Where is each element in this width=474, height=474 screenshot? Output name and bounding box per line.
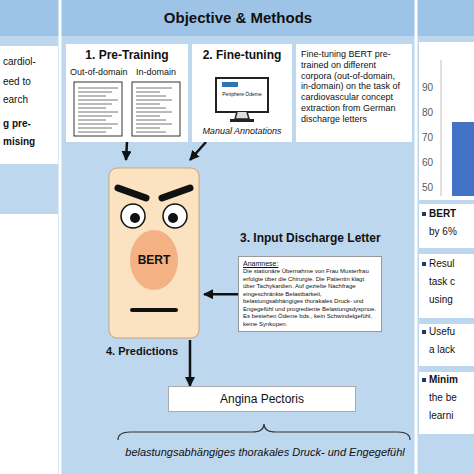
node-text: 1. Pre-Training (66, 48, 188, 62)
node-text: BERT (104, 253, 204, 267)
header-band (0, 0, 474, 36)
flow-arrow (190, 142, 206, 160)
chart-axis (441, 60, 442, 196)
left-panel-box (0, 214, 58, 474)
node-text: Periphere Ödeme (218, 91, 266, 97)
text-label: cardiol- (3, 56, 36, 68)
text-label: learni (429, 410, 453, 422)
node-text: 2. Fine-tuning (192, 48, 292, 62)
section-title: Objective & Methods (62, 9, 414, 27)
flow-arrow (204, 293, 238, 296)
text-label: 3. Input Discharge Letter (240, 231, 381, 245)
node-text: Out-of-domain (70, 67, 130, 78)
text-label: earch (3, 94, 28, 106)
finetuning-box: 2. Fine-tuningPeriphere ÖdemeManual Anno… (192, 44, 292, 142)
chart-area (419, 42, 474, 200)
node-text: In-domain (136, 67, 186, 78)
text-label: task c (429, 276, 455, 288)
panel-separator (59, 0, 62, 474)
description-box: Fine-tuning BERT pre-trained on differen… (296, 44, 412, 142)
panel-separator (415, 0, 418, 474)
axis-tick-label: 90 (422, 82, 433, 94)
axis-tick-label: 80 (422, 107, 433, 119)
curly-brace (118, 424, 410, 440)
bullet (422, 378, 426, 382)
bert-figure: BERT (104, 160, 204, 340)
axis-tick-label: 50 (422, 182, 433, 194)
text-label: using (429, 294, 453, 306)
discharge-letter-box: Anamnese:Die stationäre Übernahme von Fr… (238, 256, 382, 332)
chart-bar (452, 122, 474, 196)
result-box (419, 254, 474, 318)
bullet (422, 262, 426, 266)
node-text: Anamnese: (243, 260, 377, 268)
node-text: Angina Pectoris (169, 392, 355, 406)
bullet (422, 330, 426, 334)
text-label: BERT (429, 208, 456, 220)
flow-arrow (126, 142, 127, 160)
result-box (419, 204, 474, 248)
text-label: mising (3, 136, 35, 148)
left-panel-box (0, 46, 58, 164)
text-label: Resul (429, 258, 455, 270)
node-text: Fine-tuning BERT pre-trained on differen… (301, 49, 407, 125)
result-box (419, 324, 474, 366)
axis-tick-label: 60 (422, 157, 433, 169)
flow-arrow (189, 340, 192, 386)
node-text: Die stationäre Übernahme von Frau Muster… (243, 268, 377, 328)
result-box (419, 372, 474, 434)
axis-tick-label: 70 (422, 132, 433, 144)
text-label: Minim (429, 374, 458, 386)
node-text: Manual Annotations (192, 126, 292, 137)
text-label: 4. Predictions (106, 345, 178, 358)
text-label: eed to (3, 76, 31, 88)
text-label: g pre- (3, 118, 31, 130)
text-label: by 6% (429, 226, 457, 238)
pretraining-box: 1. Pre-TrainingOut-of-domain In-domain (66, 44, 188, 142)
bullet (422, 212, 426, 216)
text-label: the be (429, 392, 457, 404)
prediction-box: Angina Pectoris (168, 386, 356, 412)
text-label: a lack (429, 344, 455, 356)
node-illustration (104, 160, 204, 340)
text-label: Usefu (429, 326, 455, 338)
text-label: belastungsabhängiges thorakales Druck- u… (96, 446, 434, 459)
